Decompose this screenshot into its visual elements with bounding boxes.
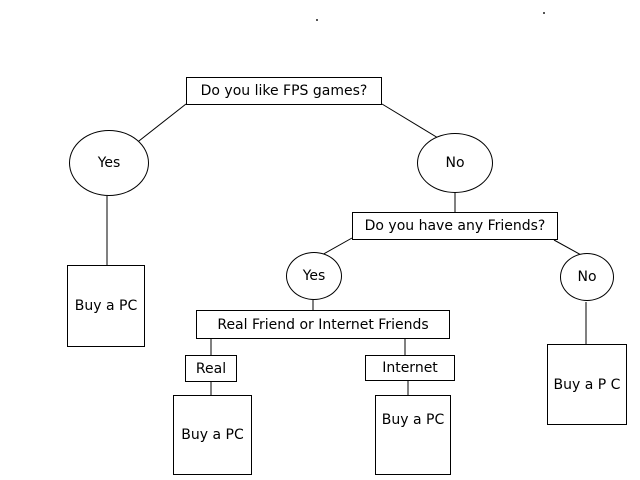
internet-label-text: Internet — [382, 360, 438, 376]
internet-label-box: Internet — [365, 355, 455, 381]
friends-yes-oval: Yes — [286, 252, 342, 300]
friends-no-oval: No — [560, 253, 614, 301]
root-yes-oval: Yes — [69, 130, 149, 196]
no-friends-outcome-text: Buy a P C — [553, 376, 621, 393]
edge-friends-to-yes — [319, 237, 353, 257]
real-label-box: Real — [185, 355, 237, 382]
real-outcome-box: Buy a PC — [173, 395, 252, 475]
friend-type-question-text: Real Friend or Internet Friends — [217, 316, 429, 333]
root-yes-text: Yes — [97, 155, 121, 171]
friends-question-box: Do you have any Friends? — [352, 212, 558, 240]
root-question-box: Do you like FPS games? — [186, 77, 382, 105]
internet-outcome-box: Buy a PC — [375, 395, 451, 475]
left-outcome-box: Buy a PC — [67, 265, 145, 347]
root-no-oval: No — [417, 133, 493, 193]
stray-mark — [543, 12, 545, 14]
left-outcome-text: Buy a PC — [74, 298, 138, 314]
friends-question-text: Do you have any Friends? — [364, 218, 546, 234]
root-question-text: Do you like FPS games? — [200, 83, 368, 99]
real-outcome-text: Buy a PC — [181, 427, 244, 443]
stray-mark — [316, 19, 318, 21]
friends-yes-text: Yes — [302, 268, 326, 284]
friend-type-question-box: Real Friend or Internet Friends — [196, 310, 450, 339]
real-label-text: Real — [195, 360, 227, 377]
no-friends-outcome-box: Buy a P C — [547, 344, 627, 425]
internet-outcome-text: Buy a PC — [381, 412, 445, 428]
root-no-text: No — [445, 155, 465, 171]
friends-no-text: No — [577, 269, 597, 285]
